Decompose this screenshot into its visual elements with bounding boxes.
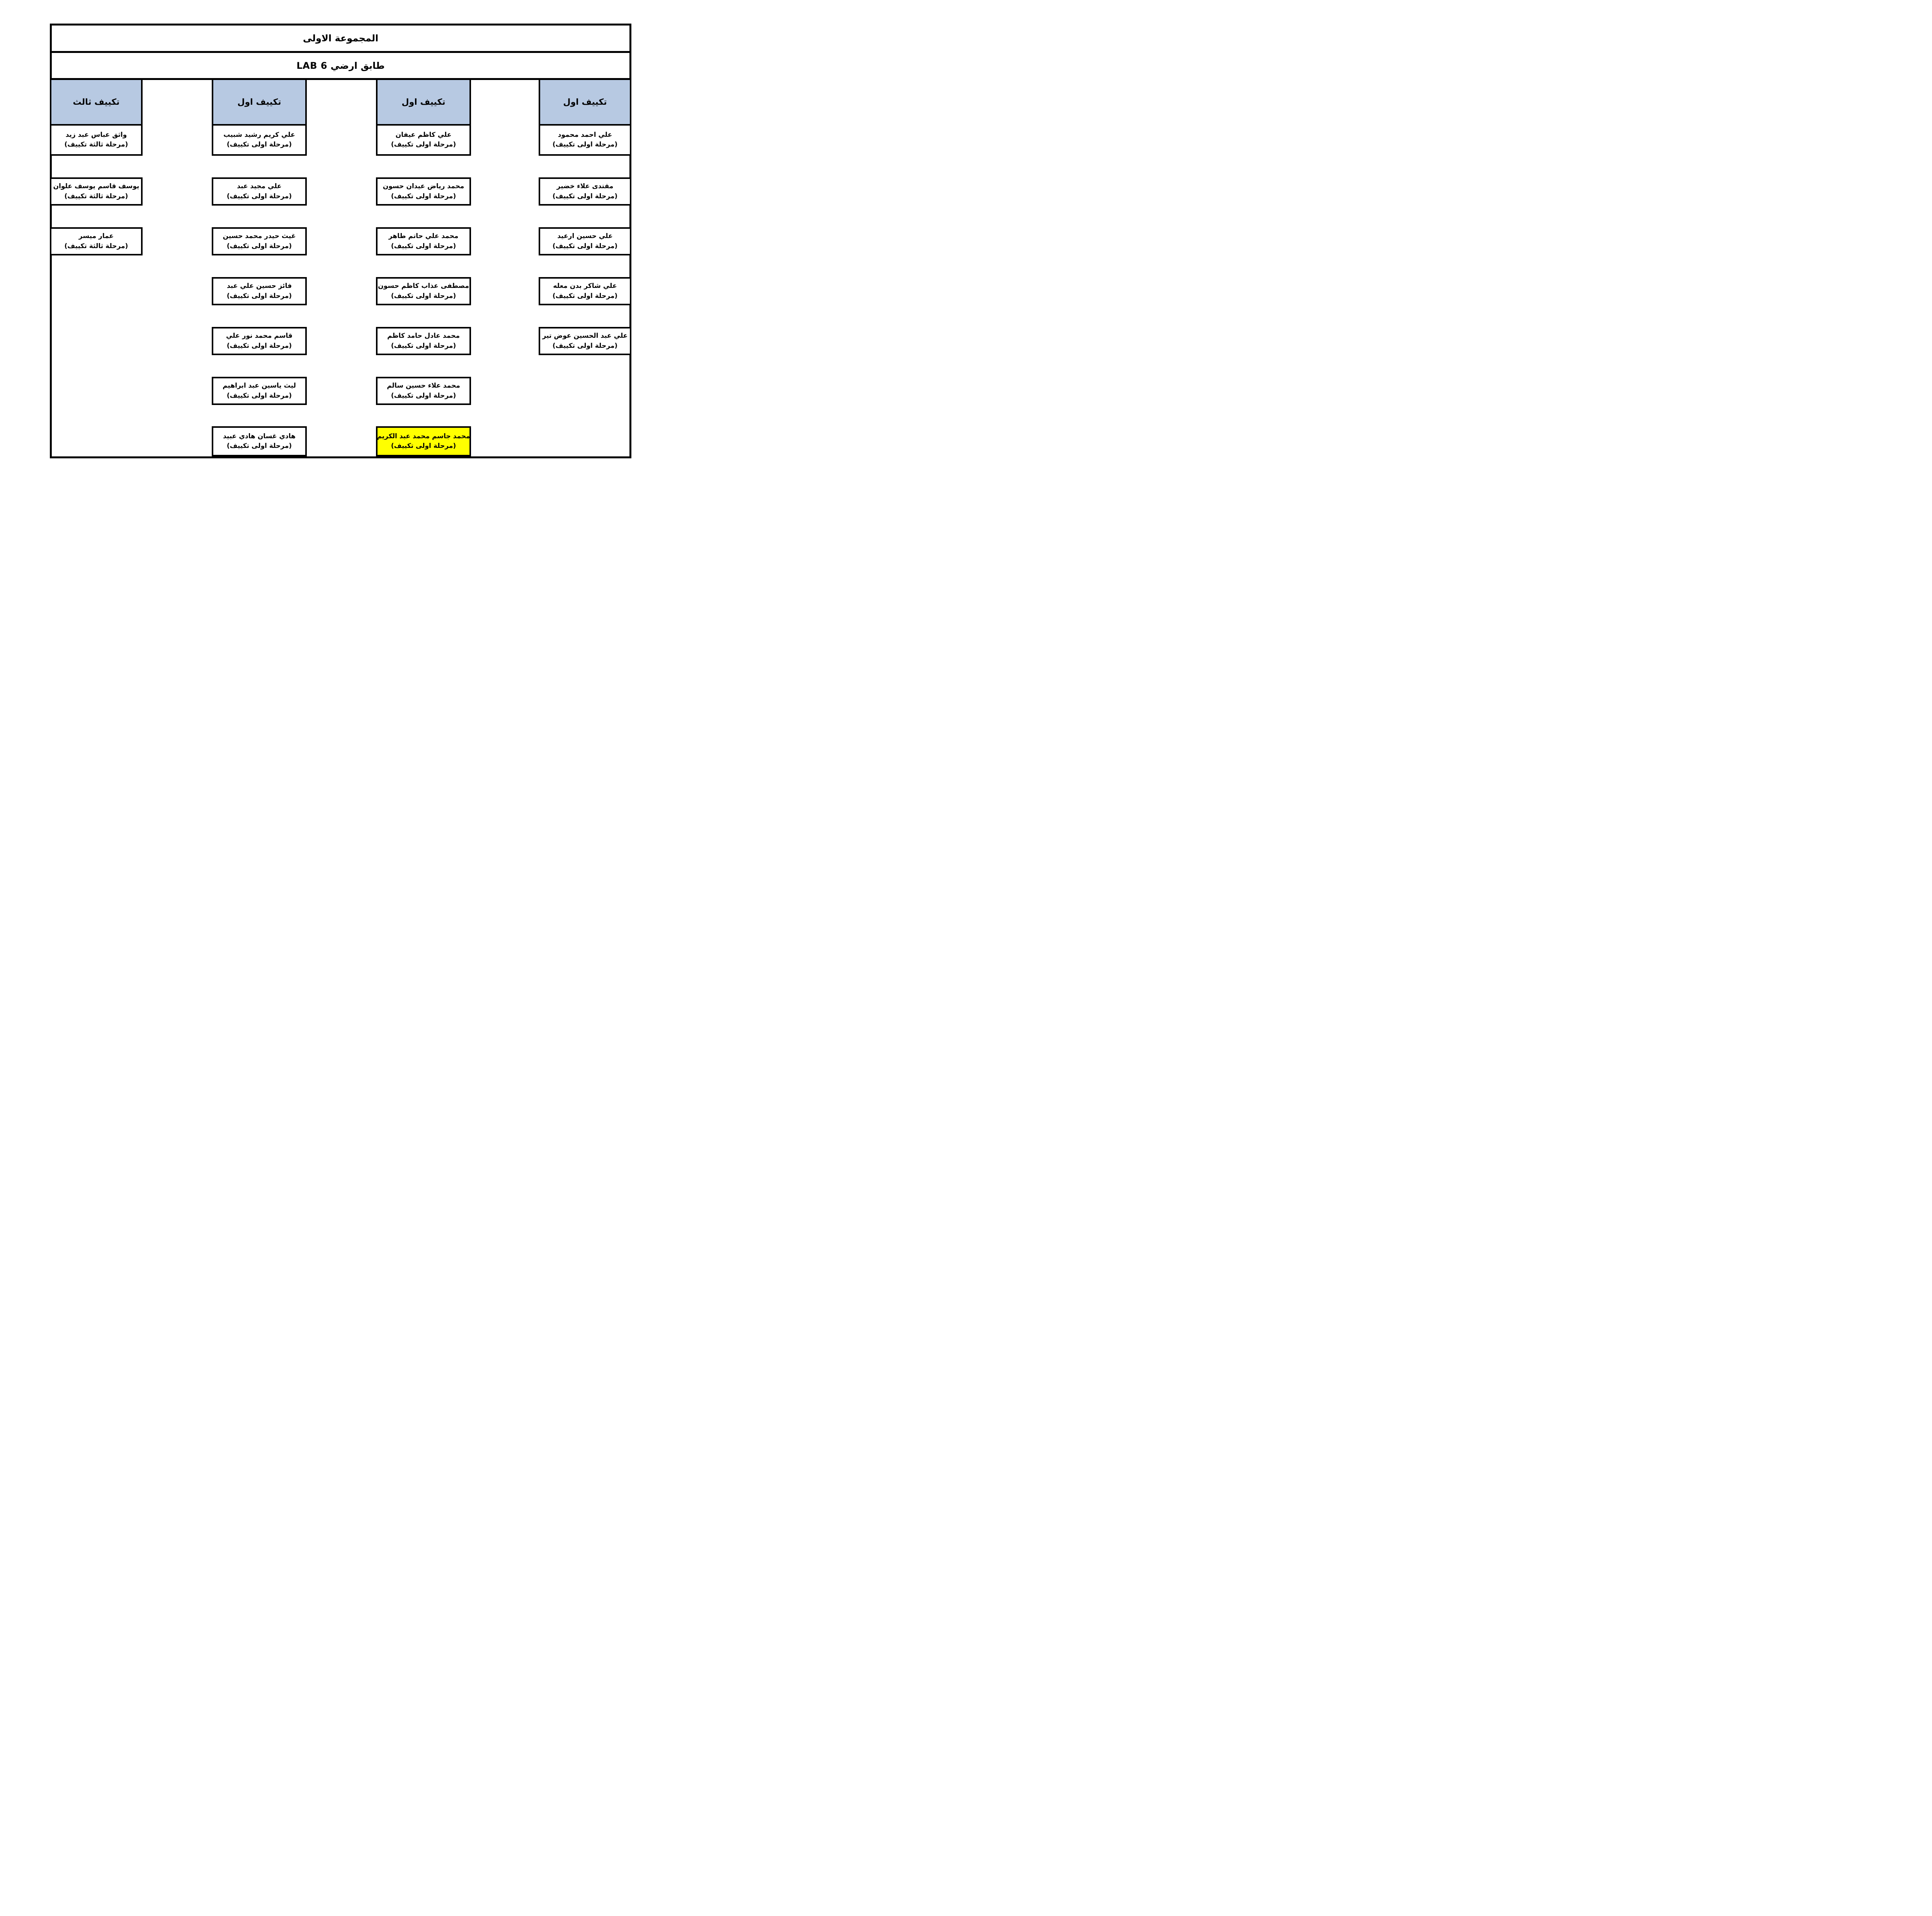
student-box: غيث حيدر محمد حسين (مرحلة اولى تكييف) — [212, 227, 307, 255]
student-name: محمد رياض عيدان حسون — [383, 182, 464, 190]
student-stage: (مرحلة اولى تكييف) — [226, 342, 292, 350]
group-title: المجموعة الاولى — [303, 33, 379, 44]
document-page: المجموعة الاولى طابق ارضي LAB 6 تكييف ثا… — [0, 0, 678, 479]
student-stage: (مرحلة اولى تكييف) — [226, 242, 292, 250]
student-name: قاسم محمد نور علي — [226, 332, 293, 340]
column-header-air-conditioning-first-a: تكييف اول — [212, 80, 307, 126]
student-name: غيث حيدر محمد حسين — [223, 232, 296, 240]
lab-subtitle: طابق ارضي LAB 6 — [296, 60, 385, 71]
student-stage: (مرحلة اولى تكييف) — [226, 391, 292, 400]
group-frame: المجموعة الاولى طابق ارضي LAB 6 تكييف ثا… — [50, 24, 631, 458]
student-box: محمد رياض عيدان حسون (مرحلة اولى تكييف) — [376, 177, 471, 206]
student-stage: (مرحلة اولى تكييف) — [226, 292, 292, 300]
student-stage: (مرحلة اولى تكييف) — [391, 391, 456, 400]
student-box: مقتدى علاء خضير (مرحلة اولى تكييف) — [539, 177, 631, 206]
student-stage: (مرحلة اولى تكييف) — [391, 192, 456, 200]
student-box: قاسم محمد نور علي (مرحلة اولى تكييف) — [212, 327, 307, 355]
student-stage: (مرحلة اولى تكييف) — [391, 342, 456, 350]
student-box: علي شاكر بدن معله (مرحلة اولى تكييف) — [539, 277, 631, 305]
student-name: ليث ياسين عبد ابراهيم — [223, 382, 296, 390]
student-box: علي كاظم عيفان (مرحلة اولى تكييف) — [376, 124, 471, 156]
student-stage: (مرحلة اولى تكييف) — [391, 442, 456, 450]
student-name: علي مجيد عبد — [237, 182, 282, 190]
column-air-conditioning-third: تكييف ثالث واثق عباس عبد زيد (مرحلة ثالثة … — [50, 80, 143, 456]
student-stage: (مرحلة اولى تكييف) — [552, 242, 618, 250]
student-box: فائز حسين علي عبد (مرحلة اولى تكييف) — [212, 277, 307, 305]
student-name: محمد علي حاتم طاهر — [388, 232, 459, 240]
student-box: محمد عادل حامد كاظم (مرحلة اولى تكييف) — [376, 327, 471, 355]
student-name: علي احمد محمود — [558, 131, 612, 139]
student-stage: (مرحلة اولى تكييف) — [391, 242, 456, 250]
student-stage: (مرحلة اولى تكييف) — [391, 141, 456, 148]
student-box-highlighted: محمد جاسم محمد عبد الكريم (مرحلة اولى تكي… — [376, 426, 471, 456]
student-name: علي كاظم عيفان — [395, 131, 452, 139]
student-name: واثق عباس عبد زيد — [65, 131, 127, 139]
student-box: هادي غسان هادي عبيد (مرحلة اولى تكييف) — [212, 426, 307, 456]
student-stage: (مرحلة ثالثة تكييف) — [64, 141, 128, 148]
student-box: واثق عباس عبد زيد (مرحلة ثالثة تكييف) — [50, 124, 143, 156]
student-stage: (مرحلة ثالثة تكييف) — [64, 242, 128, 250]
student-name: فائز حسين علي عبد — [226, 282, 292, 290]
student-box: علي عبد الحسين عوض تير (مرحلة اولى تكييف) — [539, 327, 631, 355]
student-name: محمد علاء حسين سالم — [387, 382, 460, 390]
student-name: محمد جاسم محمد عبد الكريم — [377, 432, 470, 440]
column-header-air-conditioning-third: تكييف ثالث — [50, 80, 143, 126]
student-stage: (مرحلة اولى تكييف) — [552, 292, 618, 300]
student-name: علي شاكر بدن معله — [553, 282, 617, 290]
student-box: علي حسين ارعيد (مرحلة اولى تكييف) — [539, 227, 631, 255]
student-name: يوسف قاسم يوسف علوان — [53, 182, 139, 190]
student-box: يوسف قاسم يوسف علوان (مرحلة ثالثة تكييف) — [50, 177, 143, 206]
student-name: علي حسين ارعيد — [557, 232, 613, 240]
student-box: علي مجيد عبد (مرحلة اولى تكييف) — [212, 177, 307, 206]
student-name: مصطفى عذاب كاظم حسون — [378, 282, 469, 290]
student-box: علي كريم رشيد شبيب (مرحلة اولى تكييف) — [212, 124, 307, 156]
column-air-conditioning-first-b: تكييف اول علي كاظم عيفان (مرحلة اولى تكييف… — [376, 80, 471, 456]
student-box: مصطفى عذاب كاظم حسون (مرحلة اولى تكييف) — [376, 277, 471, 305]
student-stage: (مرحلة اولى تكييف) — [226, 141, 292, 148]
column-air-conditioning-first-c: تكييف اول علي احمد محمود (مرحلة اولى تكييف… — [539, 80, 631, 456]
student-name: علي عبد الحسين عوض تير — [542, 332, 628, 340]
lab-subtitle-row: طابق ارضي LAB 6 — [52, 53, 629, 80]
student-name: عمار ميسر — [78, 232, 114, 240]
student-name: محمد عادل حامد كاظم — [387, 332, 460, 340]
student-name: هادي غسان هادي عبيد — [223, 432, 296, 440]
group-title-row: المجموعة الاولى — [52, 26, 629, 53]
student-stage: (مرحلة ثالثة تكييف) — [64, 192, 128, 200]
student-stage: (مرحلة اولى تكييف) — [391, 292, 456, 300]
student-stage: (مرحلة اولى تكييف) — [226, 192, 292, 200]
student-box: ليث ياسين عبد ابراهيم(مرحلة اولى تكييف) — [212, 377, 307, 405]
student-stage: (مرحلة اولى تكييف) — [552, 141, 618, 148]
student-stage: (مرحلة اولى تكييف) — [552, 192, 618, 200]
column-header-air-conditioning-first-c: تكييف اول — [539, 80, 631, 126]
student-box: محمد علاء حسين سالم(مرحلة اولى تكييف) — [376, 377, 471, 405]
student-box: محمد علي حاتم طاهر (مرحلة اولى تكييف) — [376, 227, 471, 255]
column-header-air-conditioning-first-b: تكييف اول — [376, 80, 471, 126]
student-name: علي كريم رشيد شبيب — [223, 131, 295, 139]
student-name: مقتدى علاء خضير — [556, 182, 614, 190]
student-stage: (مرحلة اولى تكييف) — [226, 442, 292, 450]
student-stage: (مرحلة اولى تكييف) — [552, 342, 618, 350]
student-box: علي احمد محمود (مرحلة اولى تكييف) — [539, 124, 631, 156]
student-box: عمار ميسر (مرحلة ثالثة تكييف) — [50, 227, 143, 255]
column-air-conditioning-first-a: تكييف اول علي كريم رشيد شبيب (مرحلة اولى ت… — [212, 80, 307, 456]
